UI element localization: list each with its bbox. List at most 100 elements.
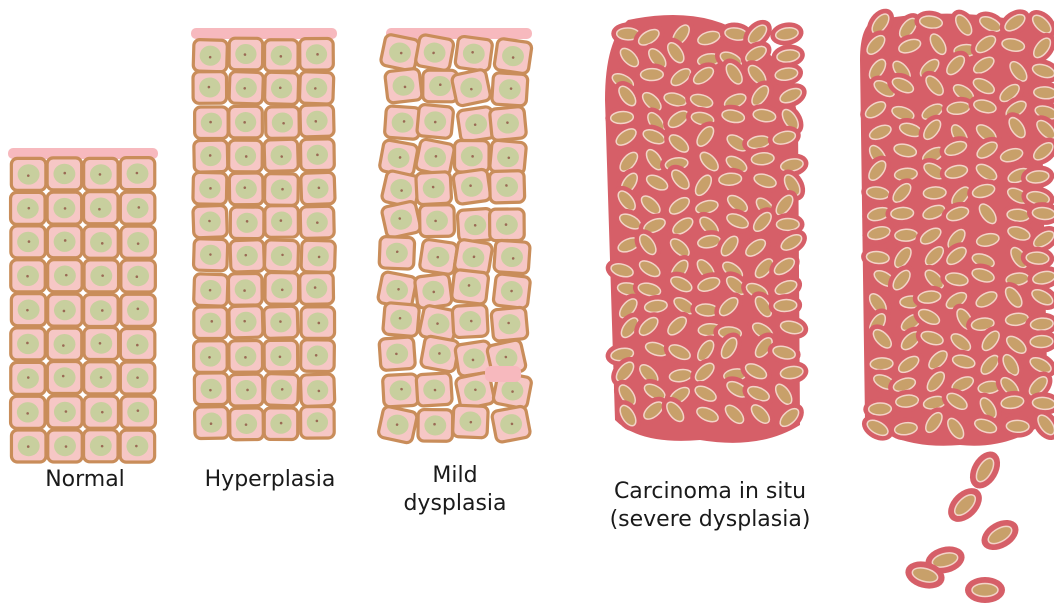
nucleolus <box>63 310 66 313</box>
nucleolus <box>136 376 139 379</box>
cell <box>11 430 46 462</box>
cell <box>451 269 489 304</box>
cell-nucleus <box>127 300 149 320</box>
cell <box>455 36 493 72</box>
cell <box>230 207 264 239</box>
tumor-cell-nucleus <box>891 207 914 220</box>
cell <box>264 408 298 440</box>
cell <box>229 374 263 406</box>
cell <box>453 169 492 205</box>
nucleolus <box>208 356 211 359</box>
cell <box>414 273 452 308</box>
caption-hyperplasia: Hyperplasia <box>185 466 355 494</box>
cell-nucleus <box>90 198 112 218</box>
cell <box>229 106 263 138</box>
cell <box>265 273 299 305</box>
cell-nucleus <box>307 412 328 432</box>
nucleolus <box>505 223 508 226</box>
cell <box>379 236 415 269</box>
cell <box>301 240 335 273</box>
cell-nucleus <box>54 232 76 252</box>
nucleolus <box>26 275 29 278</box>
cell-nucleus <box>429 76 451 96</box>
cell-nucleus <box>236 213 257 233</box>
nucleolus <box>316 420 319 423</box>
cell <box>120 158 155 190</box>
nucleolus <box>101 274 104 277</box>
cell <box>420 335 460 372</box>
mild-dysplasia-epithelium <box>377 28 532 444</box>
cell <box>47 362 82 394</box>
cell <box>301 307 335 339</box>
cell <box>194 373 228 405</box>
cell <box>120 329 155 361</box>
cell-nucleus <box>90 266 112 286</box>
nucleolus <box>100 376 103 379</box>
cell <box>416 172 452 205</box>
tumor-cell-nucleus <box>776 218 799 230</box>
cell <box>491 307 528 341</box>
cell <box>379 337 416 371</box>
cell <box>47 328 82 360</box>
nucleolus <box>281 288 284 291</box>
cell <box>384 106 421 140</box>
tumor-cell-nucleus <box>640 69 663 81</box>
nucleolus <box>244 356 247 359</box>
nucleolus <box>26 342 29 345</box>
nucleolus <box>316 53 319 56</box>
nucleolus <box>280 219 283 222</box>
cell <box>494 240 531 274</box>
nucleolus <box>280 55 283 58</box>
cell <box>229 140 263 172</box>
cell <box>264 72 298 104</box>
tumor-cell-nucleus <box>1006 420 1029 433</box>
cell <box>383 302 420 336</box>
cell <box>300 139 334 171</box>
cell <box>230 240 264 273</box>
nucleolus <box>64 207 67 210</box>
nucleolus <box>98 208 101 211</box>
invasive-carcinoma-epithelium <box>855 4 1054 603</box>
nucleolus <box>62 375 65 378</box>
carcinoma-in-situ-epithelium <box>603 14 812 443</box>
cell-nucleus <box>90 436 112 456</box>
invading-cell-nucleus <box>972 584 998 597</box>
cell <box>418 410 453 442</box>
nucleolus <box>243 121 246 124</box>
cell <box>419 205 454 237</box>
cell <box>300 38 334 70</box>
cell <box>264 139 298 171</box>
cell <box>193 172 227 204</box>
cell <box>490 209 525 241</box>
cell <box>11 328 46 360</box>
nucleolus <box>63 172 66 175</box>
cell <box>381 200 422 238</box>
invading-cell <box>976 514 1024 557</box>
cell <box>230 408 264 440</box>
nucleolus <box>101 309 104 312</box>
nucleolus <box>64 239 67 242</box>
cell <box>300 206 334 238</box>
cell <box>120 430 155 462</box>
cell <box>193 72 227 104</box>
cell <box>299 72 334 105</box>
cell <box>11 158 46 190</box>
cell <box>121 226 156 258</box>
cell <box>300 374 335 407</box>
cell <box>228 273 262 305</box>
cell <box>265 206 299 238</box>
nucleolus <box>137 308 140 311</box>
caption-mild-dysplasia-line-1: Mild <box>380 462 530 490</box>
cell <box>415 138 455 176</box>
cell <box>84 295 119 327</box>
caption-mild-dysplasia-line-2: dysplasia <box>380 490 530 518</box>
cell <box>264 174 298 206</box>
caption-normal: Normal <box>10 466 160 494</box>
tumor-cell-nucleus <box>870 357 893 370</box>
nucleolus <box>280 422 283 425</box>
cell <box>301 406 335 438</box>
cell <box>84 430 119 462</box>
cell <box>229 72 264 105</box>
cell <box>380 34 420 72</box>
